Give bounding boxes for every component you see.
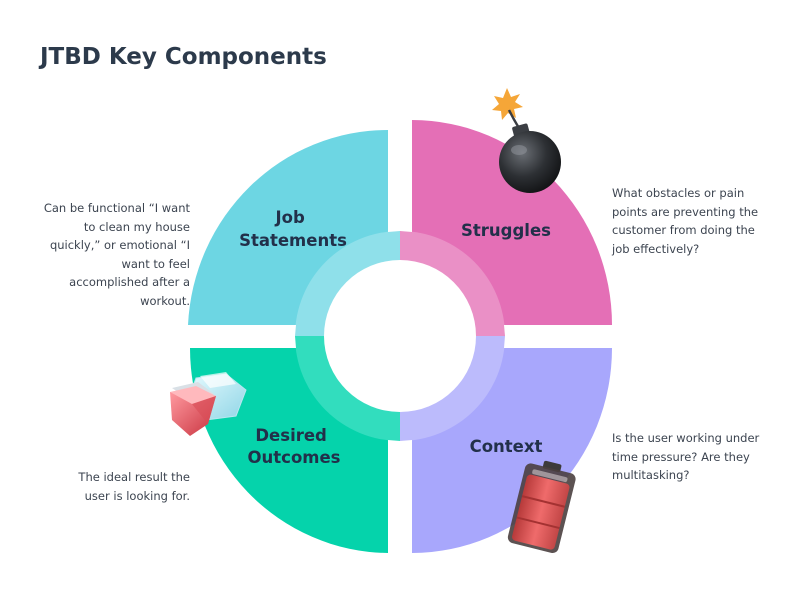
spark-icon — [492, 88, 523, 120]
desired-outcomes-description: The ideal result the user is looking for… — [78, 470, 190, 503]
job-statements-description: Can be functional “I want to clean my ho… — [43, 201, 190, 308]
center-circle — [324, 260, 476, 412]
gems-icon — [170, 372, 247, 436]
page-title: JTBD Key Components — [40, 44, 327, 70]
struggles-description: What obstacles or pain points are preven… — [612, 186, 759, 256]
desired-outcomes-label: Desired Outcomes — [248, 426, 341, 467]
battery-icon — [507, 460, 576, 554]
struggles-label: Struggles — [461, 221, 551, 240]
context-description: Is the user working under time pressure?… — [612, 431, 760, 482]
bomb-icon — [492, 88, 561, 193]
context-label: Context — [470, 437, 543, 456]
job-statements-label: Job Statements — [239, 208, 347, 250]
